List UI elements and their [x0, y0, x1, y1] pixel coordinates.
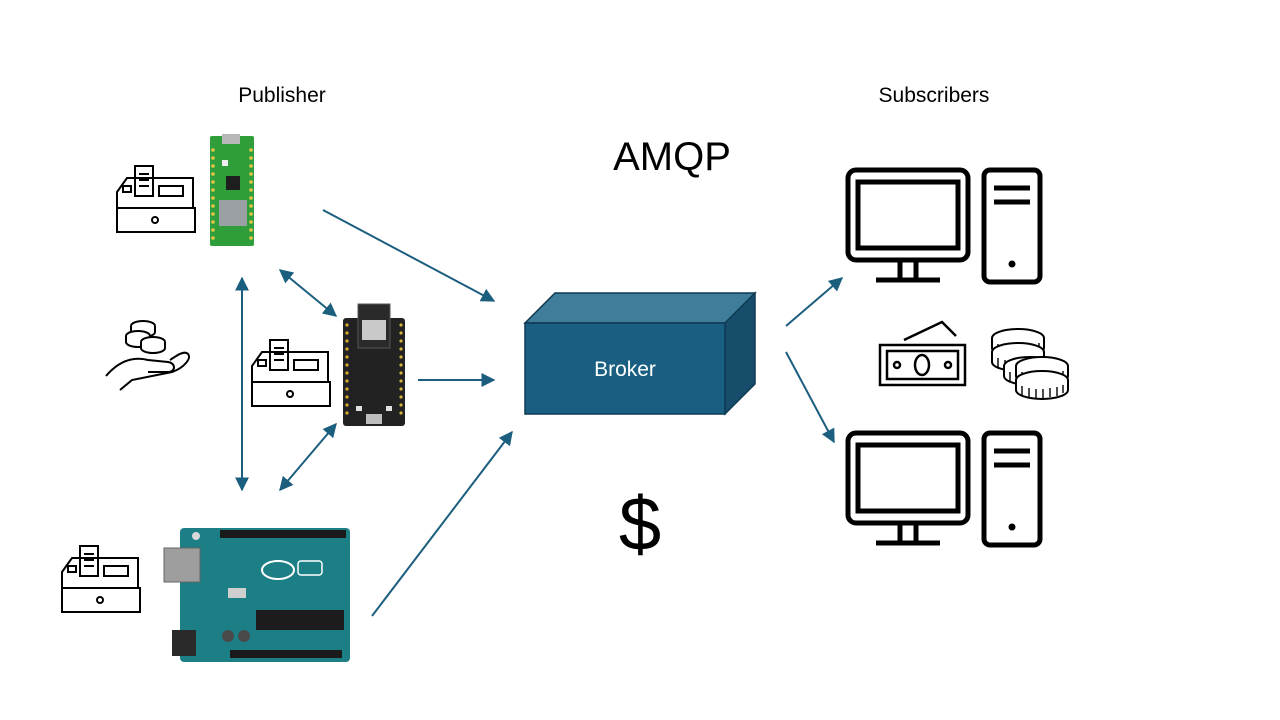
- subscribers-label: Subscribers: [879, 84, 990, 107]
- arduino-uno-board: [163, 528, 350, 662]
- esp32-devkit-board: [343, 303, 405, 426]
- desktop-computer-icon: [848, 170, 1040, 282]
- broker-box: [523, 291, 757, 416]
- coin-stack-icon: [991, 328, 1069, 400]
- broker-label: Broker: [594, 358, 656, 381]
- coins-in-hand-icon: [105, 320, 190, 391]
- connection-arrows: [235, 209, 844, 617]
- arrow-broker-to-subscriber-1: [785, 277, 844, 327]
- desktop-computer-icon: [848, 433, 1040, 545]
- banknote-icon: [878, 320, 967, 387]
- cash-register-icon: [61, 545, 141, 613]
- cash-register-icon: [116, 165, 196, 233]
- protocol-label: AMQP: [613, 135, 731, 179]
- arrow-arduino-to-broker: [371, 430, 513, 617]
- arrow-pico-to-broker: [322, 209, 496, 302]
- dollar-sign: $: [619, 482, 661, 567]
- arrow-esp32-arduino-link: [279, 422, 337, 492]
- raspberry-pi-pico-board: [210, 134, 254, 246]
- arrow-broker-to-subscriber-2: [785, 351, 835, 444]
- publisher-label: Publisher: [238, 84, 326, 107]
- arrow-pico-esp32-link: [278, 269, 338, 317]
- cash-register-icon: [251, 339, 331, 407]
